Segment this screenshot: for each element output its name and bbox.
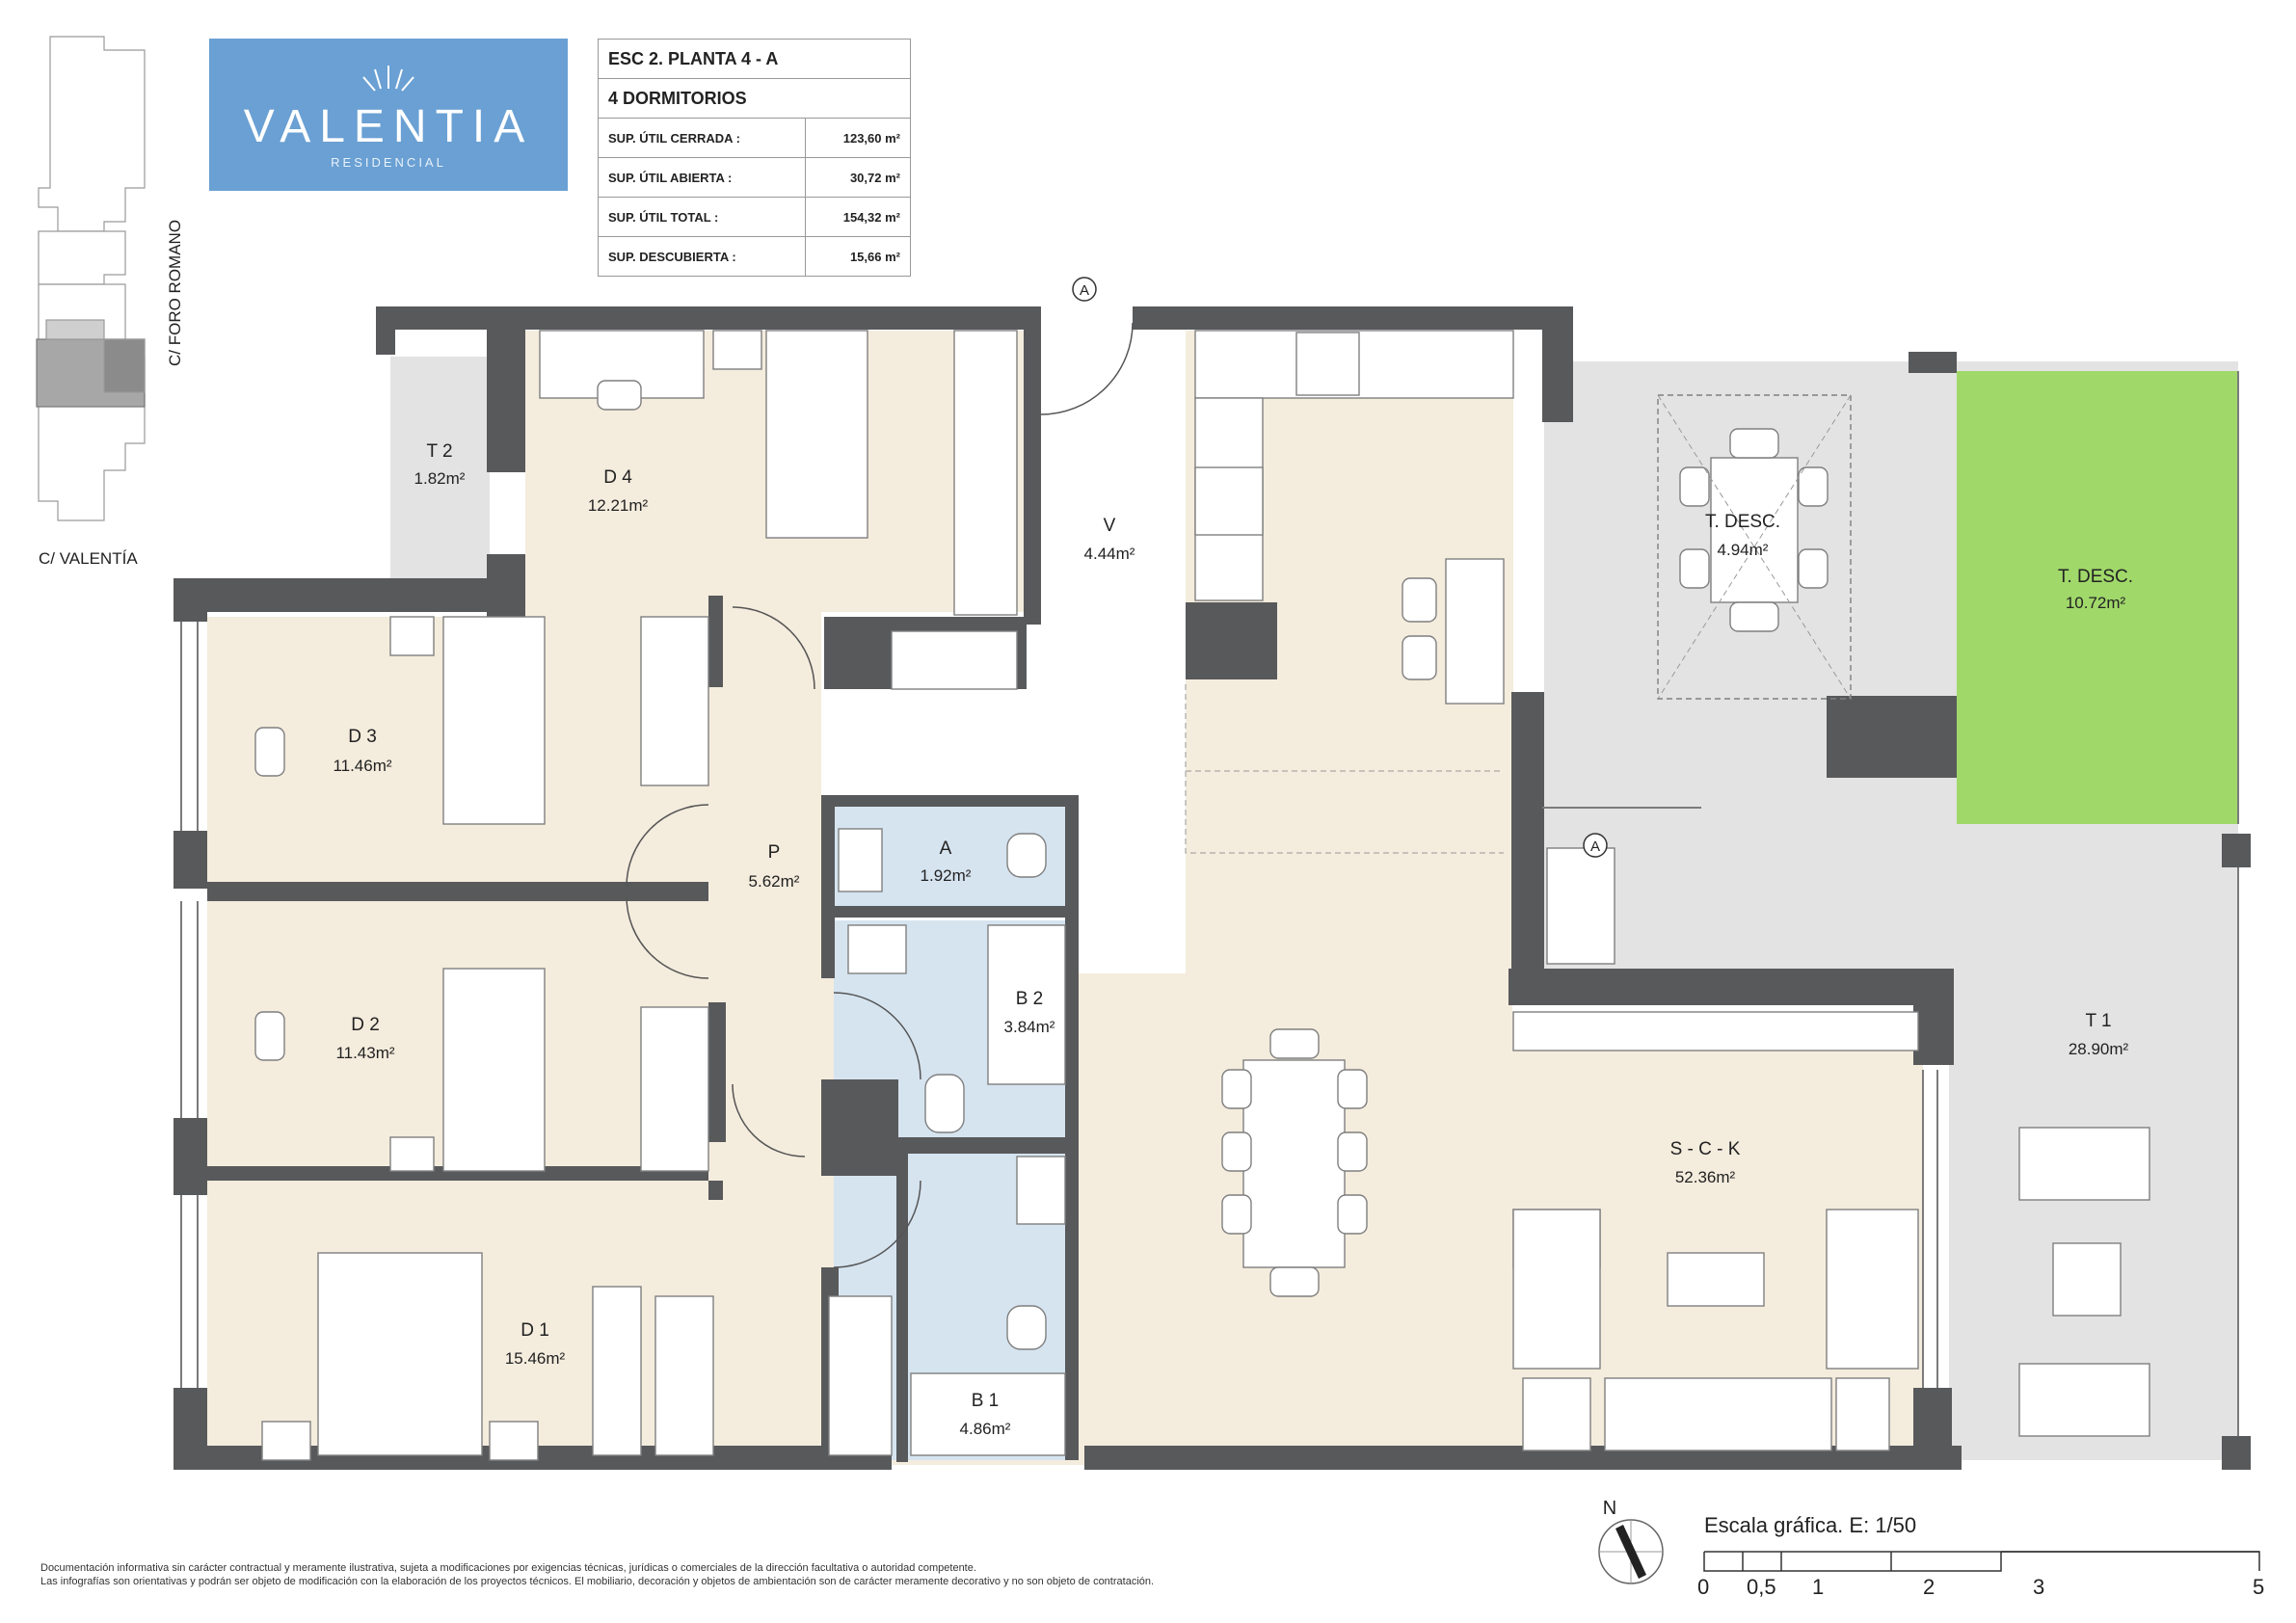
scale-tick: 5 <box>2253 1575 2265 1599</box>
room-name-d1: D 1 <box>521 1320 549 1341</box>
surface-label: SUP. DESCUBIERTA : <box>598 236 806 277</box>
room-name-sck: S - C - K <box>1670 1139 1741 1159</box>
room-area-a: 1.92m² <box>921 866 972 885</box>
surface-row: SUP. ÚTIL CERRADA : 123,60 m² <box>598 118 912 158</box>
disclaimer: Documentación informativa sin carácter c… <box>40 1561 1154 1588</box>
room-area-tdesc-b: 10.72m² <box>2066 594 2126 612</box>
section-marker-label: A <box>1080 282 1089 299</box>
unit-title: ESC 2. PLANTA 4 - A <box>598 39 911 79</box>
room-labels: T 2 1.82m² D 4 12.21m² V 4.44m² T. DESC.… <box>333 441 2133 1438</box>
furniture <box>254 330 2150 1461</box>
scale-tick: 0 <box>1697 1575 1710 1599</box>
section-marker-label: A <box>1590 838 1600 855</box>
surface-row: SUP. ÚTIL ABIERTA : 30,72 m² <box>598 157 912 198</box>
dashed-lines <box>1185 394 1852 854</box>
room-area-d1: 15.46m² <box>505 1349 566 1368</box>
surface-value: 15,66 m² <box>804 236 912 277</box>
windows <box>180 371 2239 1436</box>
scale-tick: 1 <box>1812 1575 1825 1599</box>
room-area-sck: 52.36m² <box>1675 1168 1736 1186</box>
room-name-b1: B 1 <box>972 1391 1000 1411</box>
room-name-d2: D 2 <box>351 1015 380 1035</box>
surface-value: 123,60 m² <box>804 118 912 158</box>
scale-tick: 2 <box>1923 1575 1936 1599</box>
scale-title: Escala gráfica. E: 1/50 <box>1704 1513 1917 1537</box>
logo-subtitle: RESIDENCIAL <box>331 155 446 170</box>
street-label-foro-romano: C/ FORO ROMANO <box>166 219 184 366</box>
room-name-b2: B 2 <box>1016 989 1044 1009</box>
walls <box>174 306 2251 1470</box>
bedroom-count: 4 DORMITORIOS <box>598 78 911 119</box>
surface-value: 154,32 m² <box>804 197 912 237</box>
room-name-d3: D 3 <box>348 727 377 747</box>
disclaimer-line: Documentación informativa sin carácter c… <box>40 1562 976 1574</box>
logo-wordmark: VALENTIA <box>243 101 534 152</box>
room-name-d4: D 4 <box>603 467 632 488</box>
floor-fills <box>207 331 2238 1465</box>
room-name-v: V <box>1104 516 1116 536</box>
room-name-tdesc-a: T. DESC. <box>1705 512 1780 532</box>
scale-bar <box>1703 1551 2260 1572</box>
room-name-a: A <box>940 838 952 859</box>
surface-value: 30,72 m² <box>804 157 912 198</box>
disclaimer-line: Las infografías son orientativas y podrá… <box>40 1576 1155 1587</box>
room-area-b2: 3.84m² <box>1004 1018 1055 1036</box>
street-label-valentia: C/ VALENTÍA <box>39 549 138 568</box>
north-label: N <box>1603 1498 1616 1519</box>
room-area-d2: 11.43m² <box>335 1044 394 1062</box>
scale-tick: 3 <box>2033 1575 2045 1599</box>
section-markers: A A <box>1072 277 1608 858</box>
surface-label: SUP. ÚTIL TOTAL : <box>598 197 806 237</box>
room-name-t2: T 2 <box>426 441 452 462</box>
north-compass: N <box>1598 1498 1664 1584</box>
unit-info-table: ESC 2. PLANTA 4 - A 4 DORMITORIOS SUP. Ú… <box>598 39 912 277</box>
room-area-d4: 12.21m² <box>588 496 649 515</box>
room-name-p: P <box>768 842 781 863</box>
sun-rays-icon <box>362 66 414 92</box>
key-plan <box>36 36 146 521</box>
surface-label: SUP. ÚTIL ABIERTA : <box>598 157 806 198</box>
doors <box>626 322 1134 1268</box>
room-area-t2: 1.82m² <box>414 469 466 488</box>
room-area-d3: 11.46m² <box>333 757 391 775</box>
valentia-logo: VALENTIA RESIDENCIAL <box>209 39 568 191</box>
scale-tick: 0,5 <box>1747 1575 1776 1599</box>
room-area-v: 4.44m² <box>1084 545 1135 563</box>
room-area-b1: 4.86m² <box>960 1420 1011 1438</box>
room-name-tdesc-b: T. DESC. <box>2058 567 2133 587</box>
room-name-t1: T 1 <box>2085 1011 2111 1031</box>
surface-row: SUP. DESCUBIERTA : 15,66 m² <box>598 236 912 277</box>
room-area-t1: 28.90m² <box>2069 1040 2129 1058</box>
room-area-p: 5.62m² <box>749 872 800 891</box>
room-area-tdesc-a: 4.94m² <box>1718 541 1769 559</box>
surface-row: SUP. ÚTIL TOTAL : 154,32 m² <box>598 197 912 237</box>
surface-label: SUP. ÚTIL CERRADA : <box>598 118 806 158</box>
